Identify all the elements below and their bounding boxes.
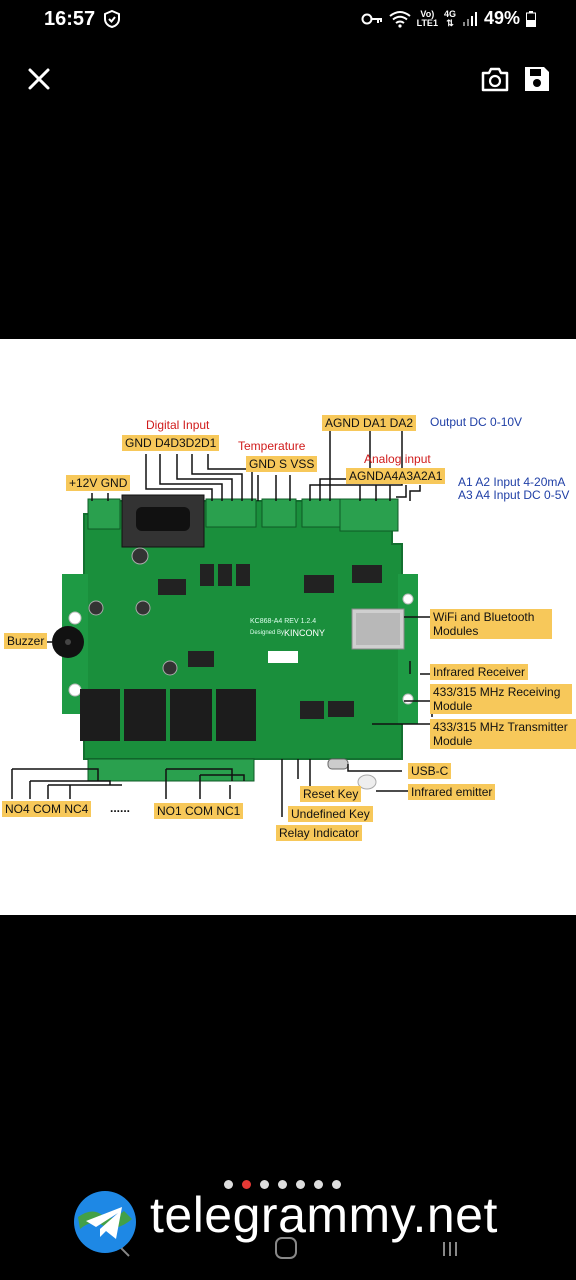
a1a2-note: A1 A2 Input 4-20mA — [458, 475, 566, 489]
home-icon[interactable] — [274, 1236, 298, 1260]
digital-input-title: Digital Input — [146, 418, 210, 432]
relay1-label: NO1 COM NC1 — [154, 803, 244, 819]
save-icon[interactable] — [522, 64, 552, 94]
telegram-globe-icon — [74, 1191, 136, 1253]
wifi-icon — [388, 10, 411, 28]
pager-dot[interactable] — [278, 1180, 287, 1189]
digital-pins-label: GND D4D3D2D1 — [122, 435, 220, 451]
status-time: 16:57 — [44, 8, 96, 30]
board-model-text: KC868-A4 REV 1.2.4 — [250, 618, 317, 625]
pager-dot-active[interactable] — [242, 1180, 251, 1189]
pager-dot[interactable] — [314, 1180, 323, 1189]
net-gen-text: 4G — [443, 8, 456, 19]
usbc-label: USB-C — [408, 763, 452, 779]
pager-dot[interactable] — [224, 1180, 233, 1189]
relay-ellipsis: ...... — [110, 801, 131, 815]
relay4-label: NO4 COM NC4 — [2, 801, 92, 817]
reset-key-label: Reset Key — [300, 786, 362, 802]
board-designed-text: Designed By — [250, 630, 285, 636]
analog-pins-label: AGNDA4A3A2A1 — [346, 468, 446, 484]
relay-indicator-label: Relay Indicator — [276, 825, 363, 841]
status-bar: 16:57 Vo) LTE1 4G ⇅ 49% — [0, 0, 576, 40]
key-icon — [361, 13, 382, 24]
a3a4-note: A3 A4 Input DC 0-5V — [458, 488, 570, 502]
buzzer-label: Buzzer — [4, 633, 48, 649]
recents-icon[interactable] — [440, 1238, 460, 1258]
status-icons: Vo) LTE1 4G ⇅ 49% — [361, 8, 536, 29]
pager-dot[interactable] — [332, 1180, 341, 1189]
power-label: +12V GND — [66, 475, 131, 491]
pager-dot[interactable] — [260, 1180, 269, 1189]
shield-icon — [104, 10, 120, 28]
camera-switch-icon[interactable] — [480, 64, 510, 94]
battery-text: 49% — [483, 8, 520, 28]
wifi-bt-label: WiFi and Bluetooth Modules — [430, 609, 552, 639]
image-viewer-toolbar — [0, 50, 576, 110]
board-illustration — [11, 431, 433, 817]
ir-emitter-label: Infrared emitter — [408, 784, 496, 800]
temperature-pins-label: GND S VSS — [246, 456, 318, 472]
pager-dot[interactable] — [296, 1180, 305, 1189]
battery-icon — [526, 10, 536, 27]
watermark-text: telegrammy.net — [150, 1187, 498, 1243]
output-dc-note: Output DC 0-10V — [430, 415, 523, 429]
analog-input-title: Analog input — [364, 452, 431, 466]
undefined-key-label: Undefined Key — [288, 806, 373, 822]
volte-text: Vo) — [420, 8, 435, 19]
volte-indicator: Vo) LTE1 — [416, 8, 438, 28]
temperature-title: Temperature — [238, 439, 306, 453]
watermark: telegrammy.net — [72, 1184, 562, 1264]
rx433-label: 433/315 MHz Receiving Module — [430, 684, 572, 714]
updown-arrows: ⇅ — [446, 17, 454, 28]
close-icon[interactable] — [24, 64, 54, 94]
output-pins-label: AGND DA1 DA2 — [322, 415, 417, 431]
net-gen-indicator: 4G ⇅ — [443, 8, 456, 28]
lte-text: LTE1 — [416, 17, 438, 28]
tx433-label: 433/315 MHz Transmitter Module — [430, 719, 576, 749]
image-pager-dots — [224, 1180, 341, 1189]
signal-icon — [462, 11, 477, 26]
board-brand-text: KINCONY — [284, 628, 326, 638]
ir-receiver-label: Infrared Receiver — [430, 664, 529, 680]
board-diagram-image: Digital Input GND D4D3D2D1 Temperature G… — [0, 339, 576, 915]
